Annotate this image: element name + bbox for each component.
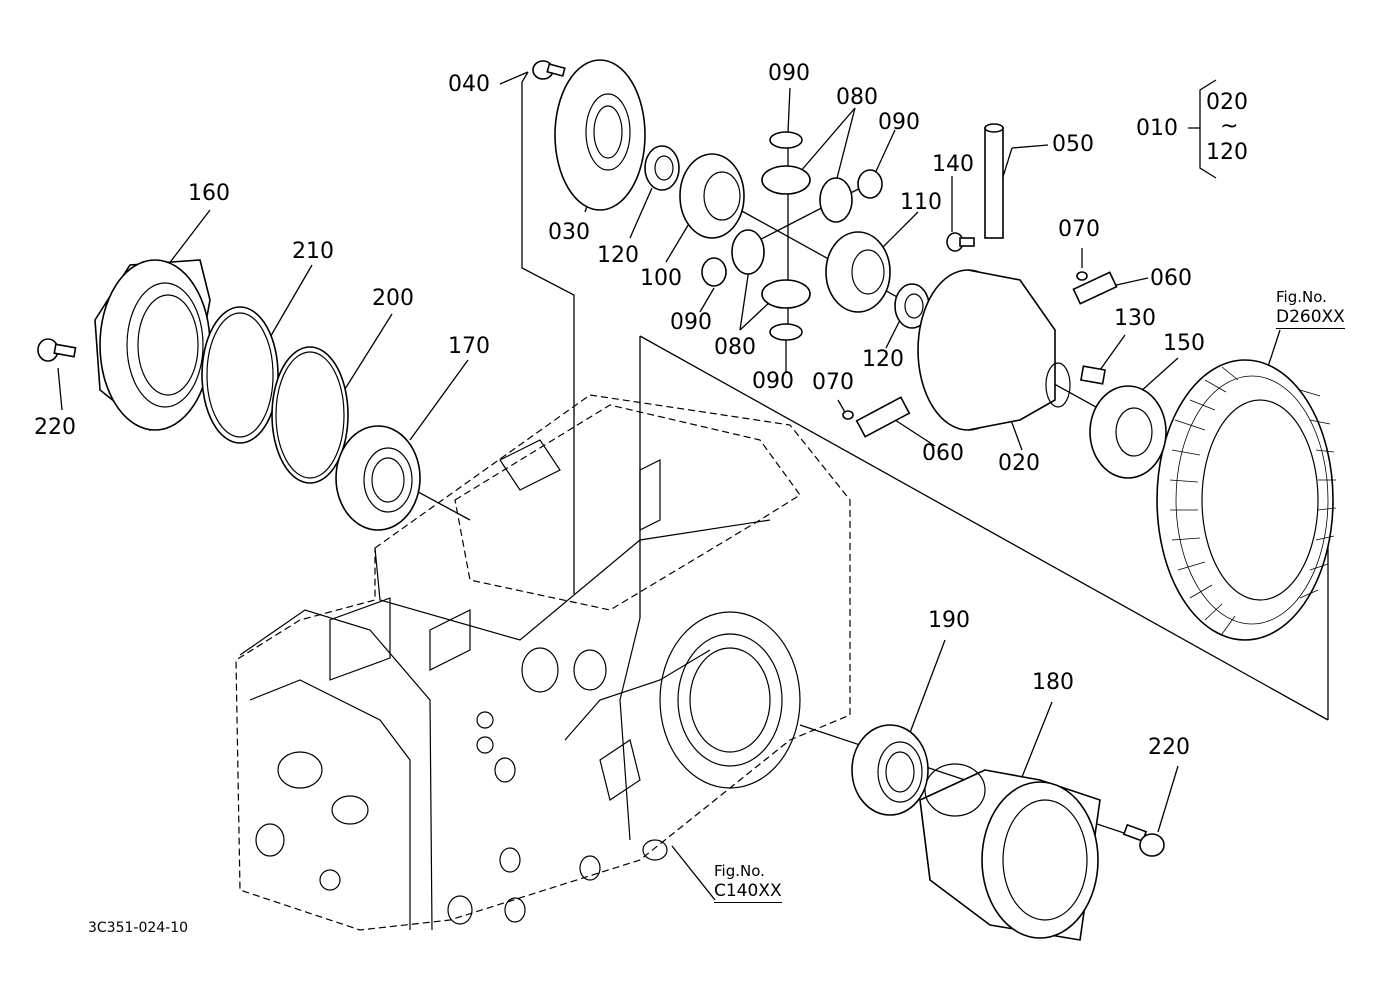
side-gears [644,145,930,329]
figure-ref-c140: Fig.No. C140XX [714,862,782,903]
figure-ref-code: D260XX [1276,307,1345,329]
callout-160: 160 [188,181,230,206]
holder-030 [532,59,646,211]
drawing-number: 3C351-024-10 [88,920,189,936]
assembly-range-start: 020 [1206,90,1248,115]
callout-120: 120 [597,243,639,268]
callout-210: 210 [292,239,334,264]
callout-090: 090 [752,369,794,394]
figure-ref-d260: Fig.No. D260XX [1276,288,1345,329]
assembly-range-end: 120 [1206,140,1248,165]
callout-060: 060 [922,441,964,466]
callout-150: 150 [1163,331,1205,356]
callout-180: 180 [1032,670,1074,695]
bearing-cover-180 [919,763,1101,941]
assembly-label: 010 [1136,116,1178,141]
bolt-220-right [1122,823,1165,857]
figure-ref-code: C140XX [714,881,782,903]
assembly-bracket [1188,79,1217,179]
callout-190: 190 [928,608,970,633]
callout-080: 080 [836,85,878,110]
diff-case-020 [842,123,1167,479]
callout-020: 020 [998,451,1040,476]
figure-ref-label: Fig.No. [714,862,765,880]
callout-060: 060 [1150,266,1192,291]
bolt-220-left [37,338,77,362]
figure-ref-label: Fig.No. [1276,288,1327,306]
callout-220: 220 [34,415,76,440]
callout-080: 080 [714,335,756,360]
callout-070: 070 [1058,217,1100,242]
callout-050: 050 [1052,132,1094,157]
callout-090: 090 [768,61,810,86]
callout-220: 220 [1148,735,1190,760]
bearing-190 [851,724,929,816]
assembly-range-sep: ~ [1220,114,1239,139]
ring-gear [1156,359,1337,641]
callout-140: 140 [932,152,974,177]
callout-130: 130 [1114,306,1156,331]
callout-120: 120 [862,347,904,372]
callout-200: 200 [372,286,414,311]
callout-030: 030 [548,220,590,245]
leader-lines [57,71,1281,901]
callout-090: 090 [670,310,712,335]
pinion-gears [701,131,883,341]
transmission-case [235,394,851,931]
cover-160 [94,259,211,431]
rings-left [201,306,421,531]
callout-110: 110 [900,190,942,215]
callout-100: 100 [640,266,682,291]
callout-170: 170 [448,334,490,359]
callout-070: 070 [812,370,854,395]
callout-040: 040 [448,72,490,97]
callout-090: 090 [878,110,920,135]
